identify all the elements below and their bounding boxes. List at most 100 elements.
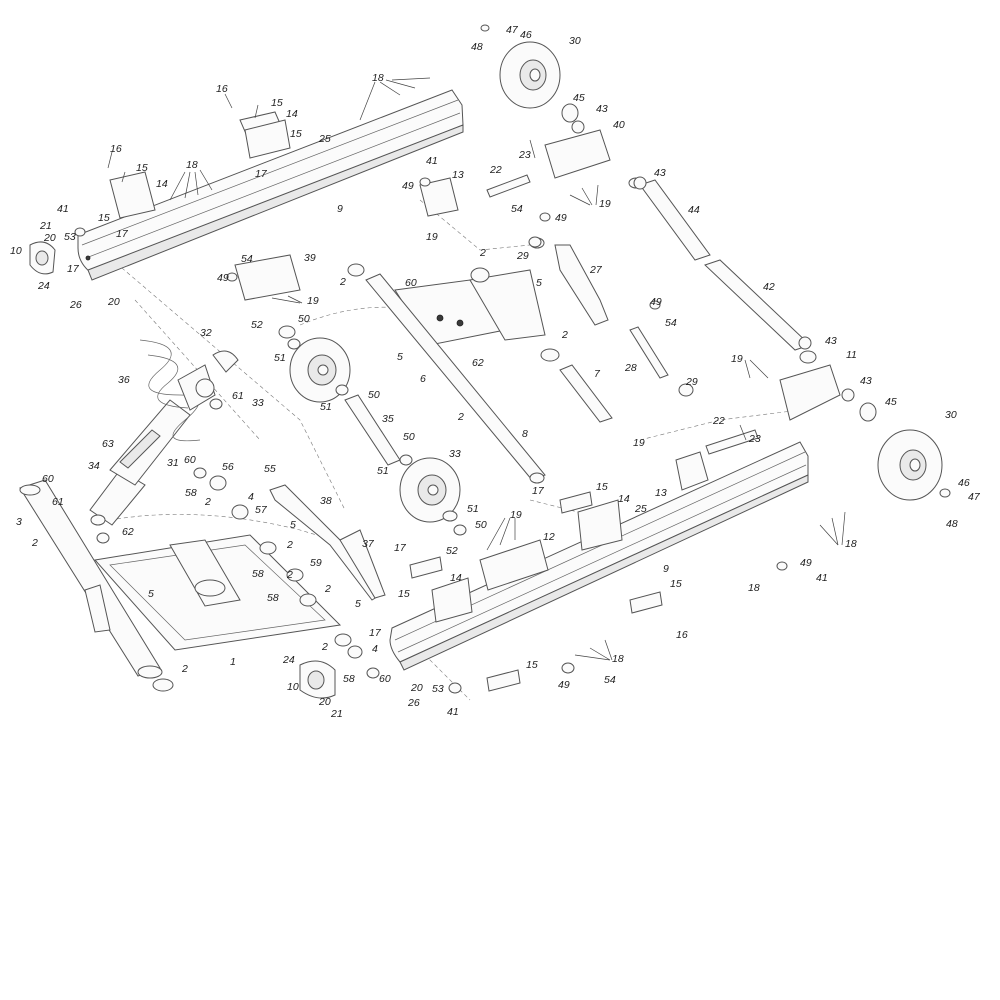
label-13: 13 xyxy=(452,169,464,181)
label-58: 58 xyxy=(252,568,264,580)
label-33: 33 xyxy=(449,448,461,460)
label-2: 2 xyxy=(324,583,331,595)
upper-slide-rail xyxy=(77,89,464,281)
label-18: 18 xyxy=(186,159,198,171)
label-19: 19 xyxy=(633,437,645,449)
label-14: 14 xyxy=(450,572,462,584)
label-49: 49 xyxy=(555,212,567,224)
label-21: 21 xyxy=(39,220,52,232)
label-29: 29 xyxy=(516,250,529,262)
label-2: 2 xyxy=(457,411,464,423)
label-30: 30 xyxy=(569,35,581,47)
label-49: 49 xyxy=(558,679,570,691)
label-62: 62 xyxy=(472,357,484,369)
label-23: 23 xyxy=(518,149,531,161)
label-19: 19 xyxy=(426,231,438,243)
label-28: 28 xyxy=(624,362,637,374)
label-9: 9 xyxy=(663,563,669,575)
label-41: 41 xyxy=(816,572,828,584)
label-27: 27 xyxy=(589,264,603,276)
label-54: 54 xyxy=(665,317,677,329)
label-58: 58 xyxy=(343,673,355,685)
label-19: 19 xyxy=(510,509,522,521)
label-13: 13 xyxy=(655,487,667,499)
label-41: 41 xyxy=(57,203,69,215)
label-62: 62 xyxy=(122,526,134,538)
label-20: 20 xyxy=(410,682,423,694)
label-41: 41 xyxy=(447,706,459,718)
label-50: 50 xyxy=(368,389,380,401)
label-2: 2 xyxy=(561,329,568,341)
label-9: 9 xyxy=(337,203,343,215)
label-60: 60 xyxy=(184,454,196,466)
label-19: 19 xyxy=(599,198,611,210)
label-14: 14 xyxy=(286,108,298,120)
label-15: 15 xyxy=(271,97,283,109)
label-47: 47 xyxy=(968,491,981,503)
label-52: 52 xyxy=(446,545,458,557)
front-arm-frame xyxy=(19,479,342,692)
label-2: 2 xyxy=(31,537,38,549)
label-15: 15 xyxy=(290,128,302,140)
label-2: 2 xyxy=(339,276,346,288)
label-53: 53 xyxy=(432,683,444,695)
leader-lines xyxy=(107,77,846,661)
label-45: 45 xyxy=(573,92,585,104)
label-25: 25 xyxy=(318,133,331,145)
label-17: 17 xyxy=(116,228,129,240)
label-49: 49 xyxy=(800,557,812,569)
label-15: 15 xyxy=(136,162,148,174)
label-42: 42 xyxy=(763,281,775,293)
label-8: 8 xyxy=(522,428,528,440)
label-37: 37 xyxy=(362,538,375,550)
label-19: 19 xyxy=(307,295,319,307)
label-32: 32 xyxy=(200,327,212,339)
label-10: 10 xyxy=(10,245,22,257)
label-16: 16 xyxy=(216,83,228,95)
label-51: 51 xyxy=(320,401,332,413)
label-12: 12 xyxy=(543,531,555,543)
label-14: 14 xyxy=(618,493,630,505)
label-3: 3 xyxy=(16,516,22,528)
label-59: 59 xyxy=(310,557,322,569)
label-11: 11 xyxy=(846,349,857,361)
label-20: 20 xyxy=(318,696,331,708)
idler-wheels xyxy=(289,41,943,523)
label-15: 15 xyxy=(670,578,682,590)
label-19: 19 xyxy=(731,353,743,365)
label-2: 2 xyxy=(286,569,293,581)
label-50: 50 xyxy=(403,431,415,443)
label-51: 51 xyxy=(467,503,479,515)
label-5: 5 xyxy=(355,598,361,610)
label-5: 5 xyxy=(397,351,403,363)
label-5: 5 xyxy=(536,277,542,289)
label-54: 54 xyxy=(604,674,616,686)
label-18: 18 xyxy=(845,538,857,550)
label-60: 60 xyxy=(42,473,54,485)
label-2: 2 xyxy=(321,641,328,653)
label-18: 18 xyxy=(612,653,624,665)
label-1: 1 xyxy=(230,656,236,668)
label-29: 29 xyxy=(685,376,698,388)
label-49: 49 xyxy=(402,180,414,192)
brackets-and-hardware xyxy=(29,24,951,699)
callout-labels: 1 2 2 2 2 2 2 2 2 2 2 2 3 4 4 5 5 5 5 5 … xyxy=(10,24,981,720)
label-60: 60 xyxy=(379,673,391,685)
label-44: 44 xyxy=(688,204,700,216)
label-18: 18 xyxy=(372,72,384,84)
label-5: 5 xyxy=(148,588,154,600)
label-36: 36 xyxy=(118,374,130,386)
label-21: 21 xyxy=(330,708,343,720)
label-18: 18 xyxy=(748,582,760,594)
label-2: 2 xyxy=(479,247,486,259)
label-47: 47 xyxy=(506,24,519,36)
label-15: 15 xyxy=(596,481,608,493)
label-26: 26 xyxy=(69,299,82,311)
label-34: 34 xyxy=(88,460,100,472)
label-46: 46 xyxy=(958,477,970,489)
label-22: 22 xyxy=(489,164,502,176)
label-43: 43 xyxy=(860,375,872,387)
label-14: 14 xyxy=(156,178,168,190)
label-53: 53 xyxy=(64,231,76,243)
